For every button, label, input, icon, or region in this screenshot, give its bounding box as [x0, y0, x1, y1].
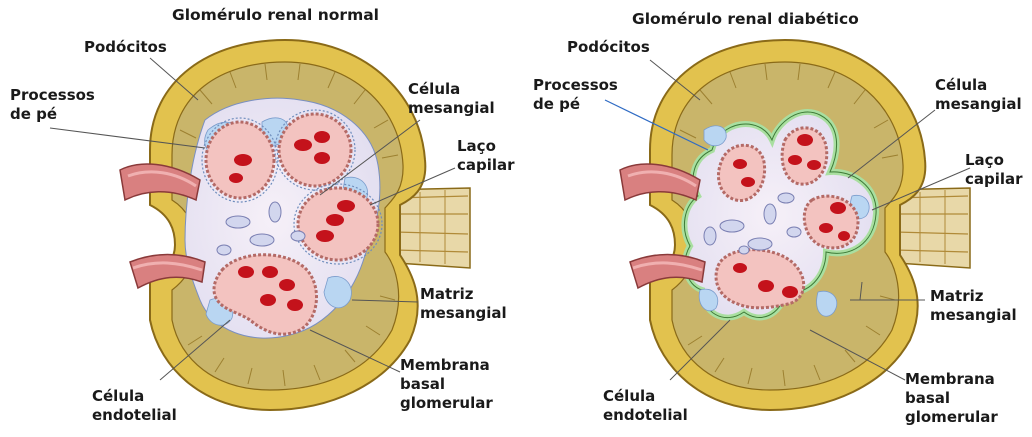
mesangial-cell-label: Célula mesangial [408, 80, 495, 118]
endothelial-cell-label: Célula endotelial [92, 387, 177, 425]
mesangial-matrix-label: Matriz mesangial [930, 287, 1017, 325]
podocytes-label: Podócitos [567, 38, 650, 57]
podocytes-label: Podócitos [84, 38, 167, 57]
capillary-loop [782, 128, 827, 184]
diabetic-title: Glomérulo renal diabético [632, 10, 859, 29]
basement-membrane-label: Membrana basal glomerular [905, 370, 998, 427]
mesangial-cell-label: Célula mesangial [935, 76, 1022, 114]
foot-processes-label: Processos de pé [533, 76, 618, 114]
foot-processes-label: Processos de pé [10, 86, 95, 124]
basement-membrane-label: Membrana basal glomerular [400, 356, 493, 413]
endothelial-cell-label: Célula endotelial [603, 387, 688, 425]
normal-title: Glomérulo renal normal [172, 6, 379, 25]
capillary-loop-label: Laço capilar [965, 151, 1023, 189]
diabetic-glomerulus [620, 40, 970, 410]
capillary-loop-label: Laço capilar [457, 137, 515, 175]
capillary-loop [718, 145, 764, 200]
mesangial-matrix-label: Matriz mesangial [420, 285, 507, 323]
